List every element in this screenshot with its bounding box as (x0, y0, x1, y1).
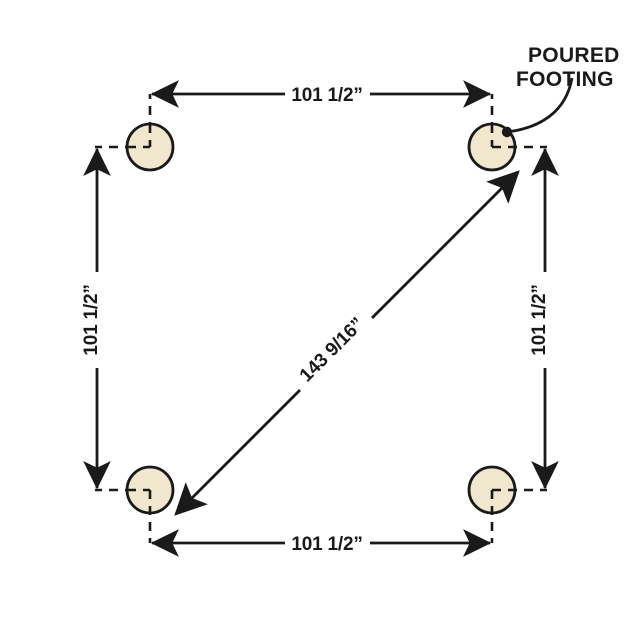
dimension-label-top: 101 1/2” (291, 85, 362, 106)
dimension-label-diagonal: 143 9/16” (296, 314, 369, 387)
diagonal-dimension-group (174, 170, 520, 516)
callout-label-line2: FOOTING (516, 68, 614, 91)
callout-leader-line (506, 77, 574, 134)
footings-group (125, 122, 517, 515)
diagonal-line-upper-segment (371, 170, 520, 319)
dimension-label-right: 101 1/2” (529, 284, 550, 355)
callout-label-line1: POURED (528, 44, 620, 67)
callout-leader-dot (501, 126, 513, 138)
diagonal-line-lower-segment (174, 389, 301, 516)
dimension-label-left: 101 1/2” (81, 284, 102, 355)
dimension-label-bottom: 101 1/2” (291, 534, 362, 555)
dimension-lines-group (83, 80, 559, 557)
footing-center-marks-group (127, 124, 515, 513)
callout-leader-group (501, 77, 574, 138)
